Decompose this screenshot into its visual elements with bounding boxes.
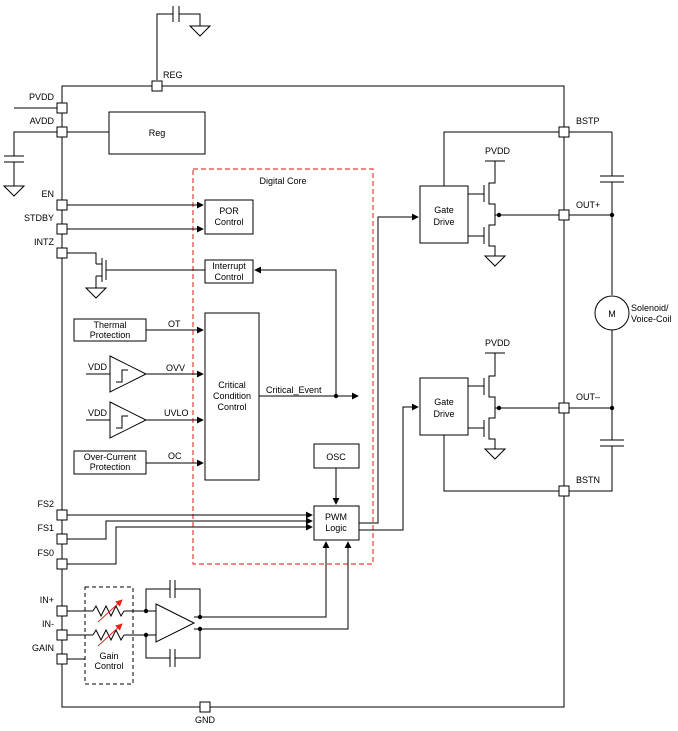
pin-stdby [56,223,68,235]
svg-text:VDD: VDD [88,362,108,372]
load-label-1: Solenoid/ [631,303,669,313]
pin-gain [56,653,68,665]
ovv-signal-label: OVV [166,363,185,373]
gain-control-label-1: Gain [99,651,118,661]
gate-drive-top-block [419,185,469,244]
gain-control-label-2: Control [94,661,123,671]
osc-block [313,443,360,469]
interrupt-label-1: Interrupt [212,261,246,271]
svg-text:PVDD: PVDD [485,146,511,156]
pin-fs1 [56,533,68,545]
svg-text:PVDD: PVDD [485,338,511,348]
gate-drive-top-label-2: Drive [433,217,454,227]
intz-open-drain [67,252,205,299]
pin-label-out-plus: OUT+ [576,200,600,210]
thermal-label-1: Thermal [93,320,126,330]
chip-outline [61,85,565,708]
pin-reg [151,80,163,92]
pin-in-minus [56,629,68,641]
interrupt-control-block [204,259,254,284]
osc-label: OSC [326,452,346,462]
pin-intz [56,247,68,259]
pin-out-minus [558,402,570,414]
pin-label-intz: INTZ [34,237,54,247]
gate-drive-top-label-1: Gate [434,205,454,215]
pin-in-plus [56,605,68,617]
reg-capacitor [156,6,212,80]
pin-label-fs0: FS0 [37,548,54,558]
uvlo-comparator: VDD [86,401,204,439]
reg-label: Reg [149,128,166,138]
por-control-block [204,199,254,235]
pin-label-stdby: STDBY [24,213,54,223]
high-side-fet-top: PVDD [468,146,559,267]
pin-label-en: EN [41,189,54,199]
uvlo-signal-label: UVLO [164,408,189,418]
gate-drive-bottom-label-1: Gate [434,397,454,407]
pin-label-gain: GAIN [32,643,54,653]
motor-label: M [608,309,616,319]
pin-out-plus [558,209,570,221]
por-label-1: POR [219,206,239,216]
pin-fs0 [56,558,68,570]
digital-core-label: Digital Core [259,176,306,186]
gate-drive-bottom-label-2: Drive [433,409,454,419]
thermal-label-2: Protection [90,330,131,340]
overcurrent-label-2: Protection [90,462,131,472]
pin-pads [56,80,570,713]
svg-text:VDD: VDD [88,408,108,418]
critical-event-label: Critical_Event [266,385,322,395]
ovv-comparator: VDD [86,355,204,393]
pin-label-out-minus: OUT– [576,392,600,402]
pin-label-fs2: FS2 [37,499,54,509]
pin-bstp [558,126,570,138]
oc-signal-label: OC [168,451,182,461]
high-side-fet-bottom: PVDD [468,338,559,460]
overcurrent-label-1: Over-Current [84,452,137,462]
pin-gnd [199,701,211,713]
digital-core-boundary [192,168,374,565]
critical-label-2: Condition [213,391,251,401]
pwm-label-2: Logic [325,523,347,533]
critical-label-1: Critical [218,380,246,390]
critical-label-3: Control [217,402,246,412]
pin-label-fs1: FS1 [37,523,54,533]
pin-label-bstp: BSTP [576,116,600,126]
pin-en [56,199,68,211]
gain-amplifier [145,580,201,667]
pin-pvdd [56,102,68,114]
pin-avdd [56,126,68,138]
pin-label-bstn: BSTN [576,475,600,485]
pin-label-reg: REG [163,70,183,80]
pin-label-in-minus: IN- [42,619,54,629]
pwm-label-1: PWM [325,512,347,522]
pin-bstn [558,485,570,497]
pin-label-gnd: GND [195,715,216,725]
pin-label-in-plus: IN+ [40,595,54,605]
interrupt-label-2: Control [214,272,243,282]
ot-signal-label: OT [168,319,181,329]
avdd-capacitor [2,131,62,197]
pin-label-avdd: AVDD [30,116,55,126]
por-label-2: Control [214,217,243,227]
reg-block [108,111,206,155]
load-label-2: Voice-Coil [631,314,672,324]
pin-fs2 [56,509,68,521]
input-resistors [67,599,156,647]
pin-label-pvdd: PVDD [29,92,55,102]
